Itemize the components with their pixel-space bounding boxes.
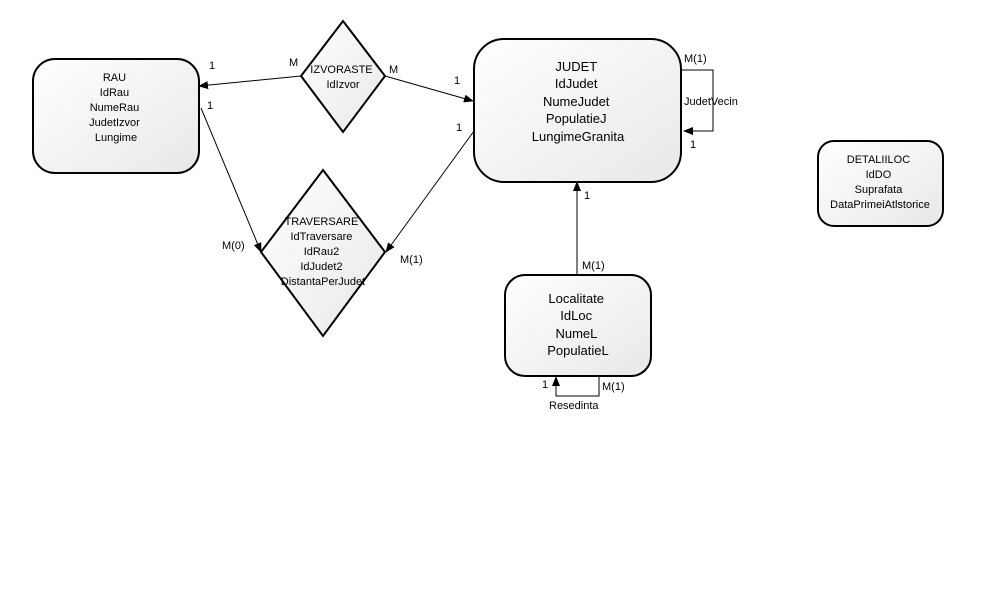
entity-detaliiloc-attr: DataPrimeiAtlstorice	[830, 199, 930, 211]
edge-izvoraste-rau	[198, 75, 302, 90]
edge-rau-traversare	[200, 107, 262, 253]
entity-localitate-attr: IdLoc	[560, 308, 592, 323]
relationship-traversare-attr: IdJudet2	[300, 261, 342, 273]
entity-detaliiloc-attr: IdDO	[866, 169, 892, 181]
entity-rau-name: RAU	[103, 72, 126, 84]
cardinality-label: 1	[209, 60, 215, 72]
entity-rau[interactable]: RAU IdRau NumeRau JudetIzvor Lungime	[32, 58, 200, 174]
cardinality-label: 1	[207, 100, 213, 112]
entity-judet-attr: NumeJudet	[543, 94, 610, 109]
svg-text:JUDET IdJudet Nume: JUDET IdJudet NumeJudet PopulatieJ Lungi…	[532, 59, 625, 144]
svg-text:TRAVERSARE IdTraversare: TRAVERSARE IdTraversare IdRau2 IdJudet2 …	[281, 216, 365, 288]
cardinality-label: 1	[456, 122, 462, 134]
relationship-traversare-attr: IdRau2	[304, 246, 339, 258]
cardinality-label: M	[389, 64, 398, 76]
cardinality-label: M(1)	[684, 53, 707, 65]
relationship-izvoraste-name: IZVORASTE	[310, 64, 372, 76]
relationship-traversare[interactable]: TRAVERSARE IdTraversare IdRau2 IdJudet2 …	[259, 168, 387, 338]
entity-localitate-name: Localitate	[548, 291, 604, 306]
entity-detaliiloc-attr: Suprafata	[855, 184, 904, 196]
edge-localitate-self	[552, 376, 600, 397]
cardinality-label: M(0)	[222, 240, 245, 252]
entity-localitate-attr: PopulatieL	[547, 343, 608, 358]
svg-text:DETALIILOC IdDO Su: DETALIILOC IdDO Suprafata DataPrimeiAtls…	[830, 154, 930, 211]
cardinality-label: 1	[454, 75, 460, 87]
edge-izvoraste-judet	[384, 75, 474, 103]
entity-rau-attr: JudetIzvor	[89, 117, 140, 129]
self-relationship-judetvecin-label: JudetVecin	[684, 96, 738, 108]
svg-text:IZVORASTE IdIzvor: IZVORASTE IdIzvor	[310, 64, 375, 91]
entity-rau-attr: Lungime	[95, 132, 137, 144]
cardinality-label: 1	[542, 379, 548, 391]
relationship-izvoraste-attr: IdIzvor	[326, 79, 359, 91]
cardinality-labels: 1 M M 1 1 M(0) 1 M(1) M(1) 1 1 M(1) 1 M(…	[207, 53, 707, 393]
cardinality-label: M	[289, 57, 298, 69]
edge-judet-self	[680, 69, 714, 135]
entity-rau-attr: IdRau	[100, 87, 129, 99]
svg-text:RAU IdRau NumeRau: RAU IdRau NumeRau JudetIzvor Lungime	[89, 72, 143, 144]
relationship-traversare-name: TRAVERSARE	[285, 216, 359, 228]
relationship-traversare-attr: IdTraversare	[290, 231, 352, 243]
entity-judet-attr: LungimeGranita	[532, 129, 625, 144]
cardinality-label: M(1)	[582, 260, 605, 272]
entity-localitate[interactable]: Localitate IdLoc NumeL PopulatieL	[504, 274, 652, 377]
relationship-izvoraste[interactable]: IZVORASTE IdIzvor	[299, 19, 387, 134]
svg-text:Localitate IdLoc N: Localitate IdLoc NumeL PopulatieL	[547, 291, 608, 358]
entity-detaliiloc[interactable]: DETALIILOC IdDO Suprafata DataPrimeiAtls…	[817, 140, 944, 227]
entity-detaliiloc-name: DETALIILOC	[847, 154, 910, 166]
cardinality-label: M(1)	[602, 381, 625, 393]
entity-judet-attr: PopulatieJ	[546, 111, 607, 126]
entity-judet[interactable]: JUDET IdJudet NumeJudet PopulatieJ Lungi…	[473, 38, 682, 183]
entity-rau-attr: NumeRau	[90, 102, 140, 114]
entity-judet-attr: IdJudet	[555, 76, 598, 91]
cardinality-label: 1	[690, 139, 696, 151]
self-relationship-resedinta-label: Resedinta	[549, 400, 599, 412]
entity-localitate-attr: NumeL	[555, 326, 597, 341]
cardinality-label: M(1)	[400, 254, 423, 266]
connectors	[198, 69, 714, 397]
entity-judet-name: JUDET	[555, 59, 597, 74]
relationship-traversare-attr: DistantaPerJudet	[281, 276, 365, 288]
edge-judet-traversare	[385, 130, 475, 253]
cardinality-label: 1	[584, 190, 590, 202]
